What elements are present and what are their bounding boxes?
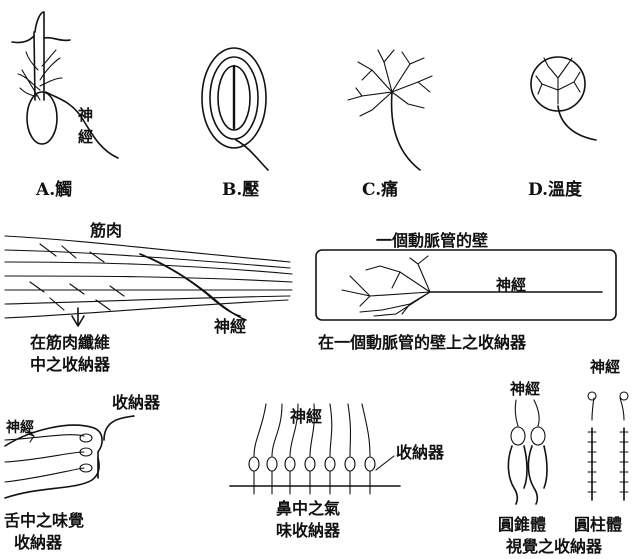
muscle-caption-line1: 在筋肉纖維 [30,333,110,352]
panel-c-caption: C.痛 [362,179,398,200]
artery-top-label: 一個動脈管的壁 [376,231,488,250]
nose-receptor-cells [249,457,375,494]
nose-receptor-label: 收納器 [396,443,445,462]
artery-nerve-label: 神經 [496,276,526,294]
eye-cone-label: 圓錐體 [498,515,546,534]
eye-caption: 視覺之收納器 [505,537,603,556]
panel-a-nerve-label-2: 經 [78,128,93,146]
panel-a-nerve-label-1: 神 [78,106,93,124]
artery-caption: 在一個動脈管的壁上之收納器 [318,333,527,352]
eye-nerve-right-label: 神經 [590,358,620,376]
muscle-top-label: 筋肉 [89,221,122,240]
eye-nerve-left-label: 神經 [510,380,540,398]
artery-receptor-drawing [316,250,616,320]
eye-rod-label: 圓柱體 [574,515,622,534]
nose-caption-line2: 味收納器 [276,521,341,540]
nose-caption-line1: 鼻中之氣 [276,499,340,518]
panel-a-caption: A.觸 [35,179,72,200]
muscle-nerve-label: 神經 [214,317,246,336]
muscle-receptor-drawing [5,236,292,326]
nose-nerve-label: 神經 [290,407,322,426]
tongue-caption-line1: 舌中之味覺 [4,511,84,530]
panel-b-caption: B.壓 [222,180,259,200]
eye-receptor-drawing [508,392,628,504]
panel-a-touch-receptor: 神 經 [12,12,118,158]
tongue-receptor-label: 收納器 [112,393,161,412]
panel-d-temperature-receptor [531,57,596,140]
tongue-caption-line2: 收納器 [14,533,63,552]
panel-b-pressure-receptor [202,48,268,170]
panel-c-pain-receptor [348,50,432,170]
muscle-caption-line2: 中之收納器 [30,355,111,374]
tongue-nerve-label: 神經 [6,419,34,436]
panel-d-caption: D.溫度 [528,179,583,200]
